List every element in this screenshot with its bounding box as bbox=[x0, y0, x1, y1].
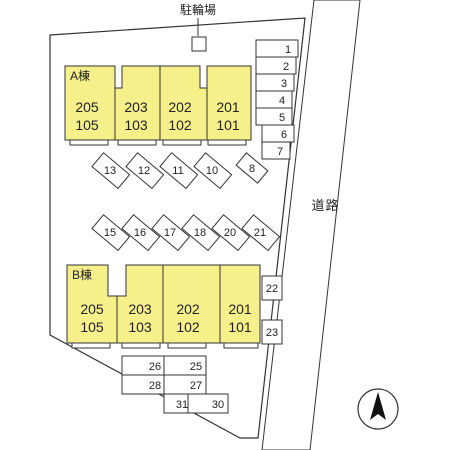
parking-slot-label-22: 22 bbox=[266, 283, 278, 295]
parking-slot-label-31: 31 bbox=[176, 399, 188, 411]
building-a-label: A棟 bbox=[70, 68, 90, 83]
parking-slot-3: 3 bbox=[255, 73, 295, 92]
parking-slot-label-30: 30 bbox=[212, 399, 224, 411]
building-b-unit-top-202: 202 bbox=[176, 301, 200, 317]
north-arrow-icon bbox=[357, 388, 399, 430]
parking-slot-22: 22 bbox=[261, 275, 283, 301]
parking-slot-label-20: 20 bbox=[224, 227, 236, 239]
building-b-unit-top-205: 205 bbox=[80, 301, 104, 317]
parking-slot-label-17: 17 bbox=[164, 227, 176, 239]
parking-slot-label-21: 21 bbox=[254, 227, 266, 239]
road-label: 道路 bbox=[311, 198, 338, 213]
parking-slot-label-3: 3 bbox=[281, 78, 287, 90]
building-a-unit-top-201: 201 bbox=[216, 99, 240, 115]
building-b-unit-bottom-105: 105 bbox=[80, 319, 104, 335]
parking-slot-label-5: 5 bbox=[279, 112, 285, 124]
parking-slot-label-13: 13 bbox=[104, 165, 116, 177]
building-b-balconies bbox=[71, 342, 259, 349]
parking-right-column: 1 2 3 4 5 6 7 bbox=[255, 39, 299, 160]
parking-slot-label-4: 4 bbox=[279, 95, 285, 107]
building-a-unit-top-205: 205 bbox=[75, 99, 99, 115]
building-b-unit-top-203: 203 bbox=[128, 301, 152, 317]
parking-slot-label-23: 23 bbox=[266, 327, 278, 339]
parking-slot-30: 30 bbox=[187, 393, 229, 414]
building-a-unit-top-202: 202 bbox=[168, 99, 192, 115]
building-b: B棟 bbox=[66, 264, 261, 349]
parking-slot-label-11: 11 bbox=[172, 165, 183, 177]
parking-slot-26: 26 bbox=[121, 355, 165, 376]
parking-tilted-row-2: 15 16 17 18 20 21 bbox=[91, 214, 281, 252]
building-b-unit-bottom-101: 101 bbox=[228, 319, 252, 335]
building-a: A棟 bbox=[64, 65, 252, 146]
parking-slot-2: 2 bbox=[255, 56, 297, 75]
parking-slot-label-25: 25 bbox=[190, 361, 202, 373]
parking-slot-16: 16 bbox=[121, 214, 161, 252]
parking-slot-label-18: 18 bbox=[194, 227, 206, 239]
bicycle-parking-area bbox=[191, 36, 207, 52]
building-b-unit-bottom-102: 102 bbox=[176, 319, 200, 335]
building-a-unit-labels: 205 105 203 103 202 102 201 101 bbox=[75, 99, 240, 133]
parking-slot-7: 7 bbox=[261, 141, 291, 160]
building-b-label: B棟 bbox=[72, 267, 92, 282]
parking-slot-1: 1 bbox=[255, 39, 299, 58]
building-a-balconies bbox=[69, 139, 247, 146]
parking-slot-label-15: 15 bbox=[104, 227, 116, 239]
parking-slot-31: 31 bbox=[163, 393, 189, 414]
building-a-unit-top-203: 203 bbox=[124, 99, 148, 115]
building-a-unit-bottom-102: 102 bbox=[168, 117, 192, 133]
parking-slot-label-1: 1 bbox=[285, 44, 291, 56]
parking-slot-23: 23 bbox=[261, 319, 283, 345]
parking-slot-18: 18 bbox=[181, 214, 221, 252]
building-a-outline bbox=[64, 65, 252, 141]
parking-slot-label-10: 10 bbox=[206, 165, 218, 177]
parking-slot-28: 28 bbox=[121, 374, 165, 395]
parking-slot-4: 4 bbox=[255, 90, 293, 109]
parking-slot-label-8: 8 bbox=[249, 163, 255, 175]
parking-slot-6: 6 bbox=[261, 124, 295, 143]
parking-slot-11: 11 bbox=[159, 152, 199, 190]
parking-b-right: 22 23 bbox=[261, 275, 283, 345]
parking-slot-17: 17 bbox=[151, 214, 191, 252]
parking-slot-label-28: 28 bbox=[149, 380, 161, 392]
parking-slot-15: 15 bbox=[91, 214, 131, 252]
building-b-unit-top-201: 201 bbox=[228, 301, 252, 317]
building-b-unit-labels: 205 105 203 103 202 102 201 101 bbox=[80, 301, 252, 335]
building-a-unit-bottom-105: 105 bbox=[75, 117, 99, 133]
parking-slot-label-6: 6 bbox=[281, 129, 287, 141]
parking-slot-21: 21 bbox=[241, 214, 281, 252]
building-a-unit-bottom-103: 103 bbox=[124, 117, 148, 133]
parking-slot-label-7: 7 bbox=[277, 146, 283, 158]
parking-slot-8: 8 bbox=[235, 152, 269, 184]
parking-tilted-row-1: 13 12 11 10 8 bbox=[91, 152, 269, 190]
building-b-unit-bottom-103: 103 bbox=[128, 319, 152, 335]
parking-slot-label-12: 12 bbox=[138, 165, 150, 177]
parking-slot-label-26: 26 bbox=[149, 361, 161, 373]
bicycle-parking-label: 駐輪場 bbox=[180, 2, 216, 17]
parking-slot-20: 20 bbox=[211, 214, 251, 252]
parking-slot-label-16: 16 bbox=[134, 227, 146, 239]
parking-slot-25: 25 bbox=[163, 355, 207, 376]
parking-slot-10: 10 bbox=[193, 152, 233, 190]
building-a-unit-bottom-101: 101 bbox=[216, 117, 240, 133]
parking-slot-label-27: 27 bbox=[190, 380, 202, 392]
parking-slot-label-2: 2 bbox=[283, 61, 289, 73]
parking-slot-13: 13 bbox=[91, 152, 131, 190]
parking-slot-12: 12 bbox=[125, 152, 165, 190]
parking-slot-5: 5 bbox=[255, 107, 293, 126]
parking-slot-27: 27 bbox=[163, 374, 207, 395]
